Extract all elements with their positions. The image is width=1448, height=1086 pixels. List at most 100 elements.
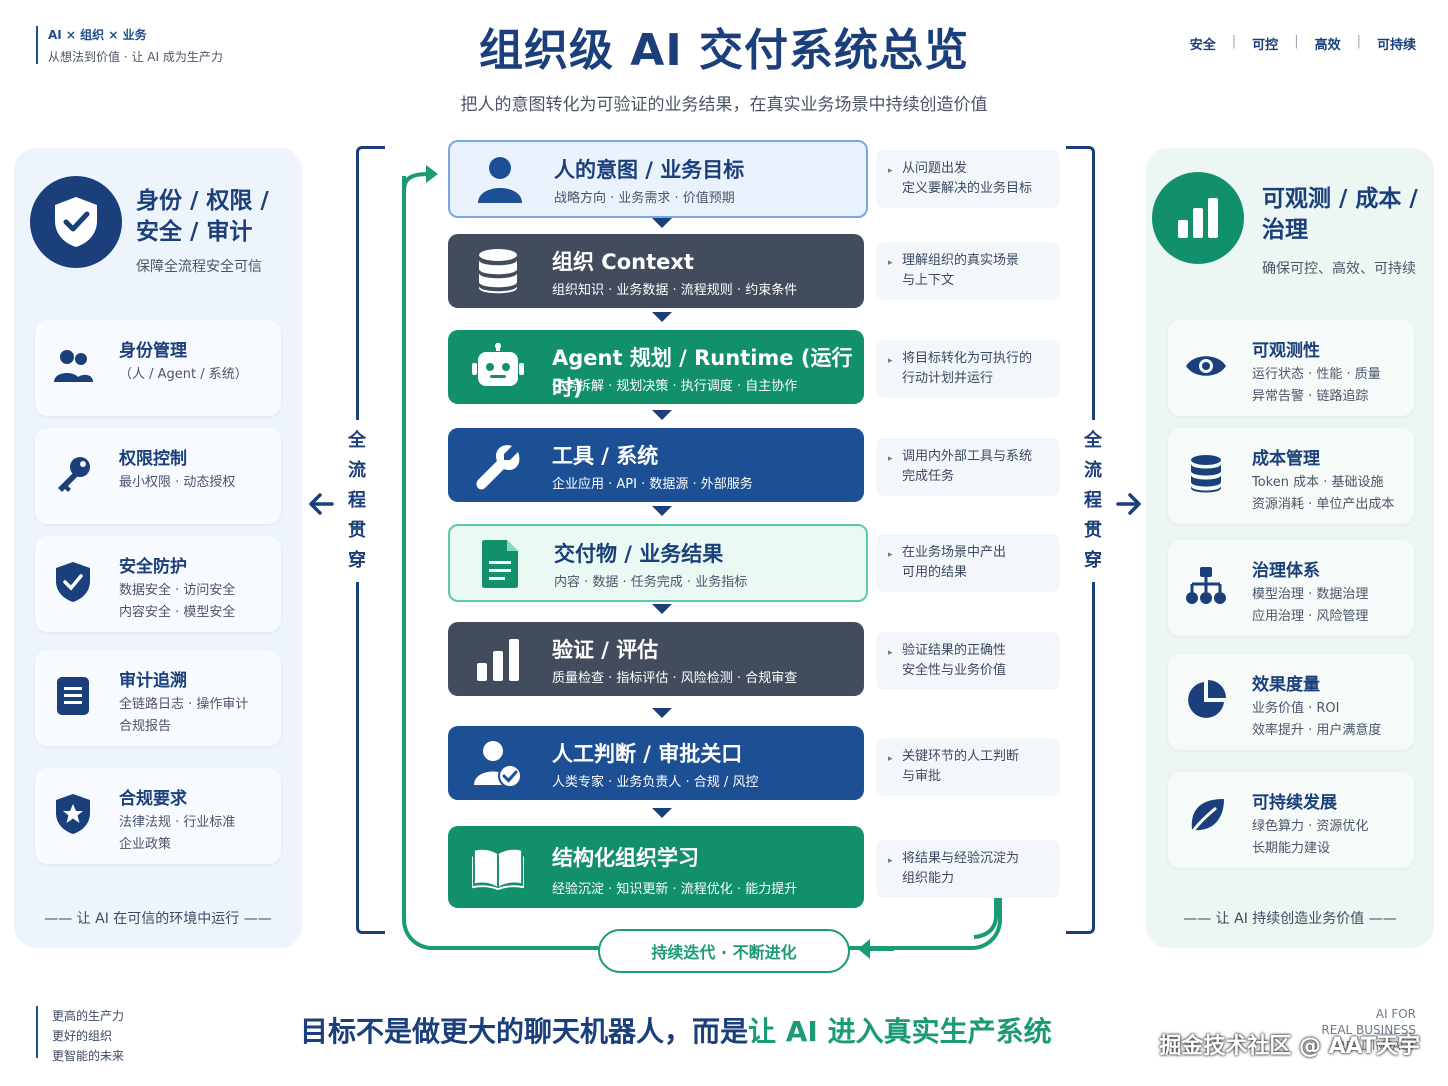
- card-sub: 运行状态 · 性能 · 质量 异常告警 · 链路追踪: [1252, 367, 1381, 404]
- step-title: 验证 / 评估: [552, 638, 659, 662]
- footer-left-text: 更高的生产力 更好的组织 更智能的未来: [52, 1006, 124, 1066]
- note-text: 理解组织的真实场景 与上下文: [902, 253, 1020, 288]
- card-governance: 治理体系 模型治理 · 数据治理 应用治理 · 风险管理: [1168, 540, 1414, 636]
- note-deliverable: ▸在业务场景中产出 可用的结果: [876, 534, 1060, 592]
- card-sustainable: 可持续发展 绿色算力 · 资源优化 长期能力建设: [1168, 772, 1414, 868]
- header-accent-line: [36, 26, 38, 64]
- step-approval: 人工判断 / 审批关口 人类专家 · 业务负责人 · 合规 / 风控: [448, 726, 864, 800]
- card-security: 安全防护 数据安全 · 访问安全 内容安全 · 模型安全: [35, 536, 281, 632]
- hierarchy-icon: [1184, 564, 1228, 608]
- card-sub: Token 成本 · 基础设施 资源消耗 · 单位产出成本: [1252, 475, 1395, 512]
- card-sub: 法律法规 · 行业标准 企业政策: [119, 815, 236, 852]
- nav-item-control: 可控: [1252, 38, 1279, 53]
- left-panel-title: 身份 / 权限 / 安全 / 审计: [136, 186, 269, 248]
- note-text: 调用内外部工具与系统 完成任务: [902, 449, 1033, 484]
- right-panel: 可观测 / 成本 / 治理 确保可控、高效、可持续 可观测性 运行状态 · 性能…: [1146, 148, 1434, 948]
- arrow-left-icon: [309, 493, 334, 515]
- chevron-down-icon: [652, 708, 672, 718]
- bar-chart-icon: [472, 634, 524, 686]
- key-icon: [51, 452, 95, 496]
- step-title: Agent 规划 / Runtime (运行时): [552, 346, 853, 400]
- footer-right-line: REAL IMPACT: [1337, 1039, 1416, 1053]
- card-title: 合规要求: [119, 789, 187, 809]
- step-agent: Agent 规划 / Runtime (运行时) 任务拆解 · 规划决策 · 执…: [448, 330, 864, 404]
- step-validation: 验证 / 评估 质量检查 · 指标评估 · 风险检测 · 合规审查: [448, 622, 864, 696]
- header-tagline: AI × 组织 × 业务: [48, 28, 147, 42]
- note-agent: ▸将目标转化为可执行的 行动计划并运行: [876, 340, 1060, 398]
- step-sub: 经验沉淀 · 知识更新 · 流程优化 · 能力提升: [552, 882, 798, 897]
- book-icon: [472, 842, 524, 894]
- header-tagline-sub: 从想法到价值 · 让 AI 成为生产力: [48, 50, 223, 64]
- card-title: 效果度量: [1252, 675, 1320, 695]
- step-sub: 内容 · 数据 · 任务完成 · 业务指标: [554, 575, 748, 590]
- document-icon: [474, 538, 526, 590]
- step-context: 组织 Context 组织知识 · 业务数据 · 流程规则 · 约束条件: [448, 234, 864, 308]
- card-sub: 绿色算力 · 资源优化 长期能力建设: [1252, 819, 1369, 856]
- side-label-right: 全流程贯穿: [1078, 420, 1108, 582]
- footer-slogan: 目标不是做更大的聊天机器人，而是让 AI 进入真实生产系统: [300, 1010, 1052, 1050]
- nav-item-safe: 安全: [1189, 38, 1216, 53]
- card-permission: 权限控制 最小权限 · 动态授权: [35, 428, 281, 524]
- note-intent: ▸从问题出发 定义要解决的业务目标: [876, 150, 1060, 208]
- card-sub: 业务价值 · ROI 效率提升 · 用户满意度: [1252, 701, 1382, 738]
- chevron-down-icon: [652, 312, 672, 322]
- leaf-icon: [1184, 796, 1228, 840]
- bullet-icon: ▸: [888, 856, 893, 866]
- footer-accent-line: [36, 1006, 38, 1058]
- bullet-icon: ▸: [888, 166, 893, 176]
- bullet-icon: ▸: [888, 356, 893, 366]
- users-icon: [51, 344, 95, 388]
- step-intent: 人的意图 / 业务目标 战略方向 · 业务需求 · 价值预期: [448, 140, 868, 218]
- card-sub: 模型治理 · 数据治理 应用治理 · 风险管理: [1252, 587, 1369, 624]
- left-panel-footer: —— 让 AI 在可信的环境中运行 ——: [44, 911, 272, 927]
- iteration-pill: 持续迭代 · 不断进化: [598, 929, 850, 973]
- bullet-icon: ▸: [888, 454, 893, 464]
- step-sub: 人类专家 · 业务负责人 · 合规 / 风控: [552, 775, 759, 790]
- slogan-highlight: 让 AI 进入真实生产系统: [748, 1015, 1052, 1048]
- nav-item-efficient: 高效: [1314, 38, 1341, 53]
- slogan-part1: 目标不是做更大的聊天机器人，而是: [300, 1015, 749, 1048]
- step-deliverable: 交付物 / 业务结果 内容 · 数据 · 任务完成 · 业务指标: [448, 524, 868, 602]
- chevron-down-icon: [652, 808, 672, 818]
- step-sub: 组织知识 · 业务数据 · 流程规则 · 约束条件: [552, 283, 798, 298]
- note-learning: ▸将结果与经验沉淀为 组织能力: [876, 840, 1060, 898]
- card-sub: （人 / Agent / 系统）: [119, 367, 248, 382]
- right-panel-title-line2: 治理: [1262, 217, 1308, 243]
- step-tools: 工具 / 系统 企业应用 · API · 数据源 · 外部服务: [448, 428, 864, 502]
- side-label-text: 全流程贯穿: [348, 430, 366, 571]
- step-title: 人工判断 / 审批关口: [552, 742, 743, 766]
- page-subtitle: 把人的意图转化为可验证的业务结果，在真实业务场景中持续创造价值: [460, 95, 988, 115]
- card-title: 可持续发展: [1252, 793, 1337, 813]
- robot-icon: [472, 342, 524, 394]
- side-label-text: 全流程贯穿: [1084, 430, 1102, 571]
- card-title: 身份管理: [119, 341, 187, 361]
- step-title: 交付物 / 业务结果: [554, 542, 724, 566]
- footer-right-text: AI FOR REAL BUSINESS REAL IMPACT: [1321, 1006, 1416, 1054]
- card-sub: 全链路日志 · 操作审计 合规报告: [119, 697, 249, 734]
- footer-left-line: 更智能的未来: [52, 1049, 125, 1063]
- note-validation: ▸验证结果的正确性 安全性与业务价值: [876, 632, 1060, 690]
- page-title: 组织级 AI 交付系统总览: [478, 25, 970, 76]
- footer-left-line: 更高的生产力: [52, 1009, 125, 1023]
- right-panel-desc: 确保可控、高效、可持续: [1262, 261, 1416, 277]
- pie-chart-icon: [1184, 678, 1228, 722]
- step-title: 工具 / 系统: [552, 444, 659, 468]
- chevron-down-icon: [652, 604, 672, 614]
- card-title: 审计追溯: [119, 671, 187, 691]
- right-panel-title: 可观测 / 成本 / 治理: [1262, 184, 1418, 246]
- database-icon: [472, 246, 524, 298]
- card-sub: 数据安全 · 访问安全 内容安全 · 模型安全: [119, 583, 236, 620]
- shield-check-icon: [30, 176, 122, 268]
- card-audit: 审计追溯 全链路日志 · 操作审计 合规报告: [35, 650, 281, 746]
- card-effect: 效果度量 业务价值 · ROI 效率提升 · 用户满意度: [1168, 654, 1414, 750]
- note-tools: ▸ 调用内外部工具与系统 完成任务: [876, 438, 1060, 496]
- arrow-right-icon: [1116, 493, 1141, 515]
- step-title: 人的意图 / 业务目标: [554, 158, 745, 182]
- step-title: 组织 Context: [552, 250, 694, 274]
- step-sub: 战略方向 · 业务需求 · 价值预期: [554, 191, 735, 206]
- step-sub: 企业应用 · API · 数据源 · 外部服务: [552, 477, 753, 492]
- database-icon: [1184, 452, 1228, 496]
- person-check-icon: [472, 738, 524, 790]
- step-learning: 结构化组织学习 经验沉淀 · 知识更新 · 流程优化 · 能力提升: [448, 826, 864, 908]
- chevron-down-icon: [652, 218, 672, 228]
